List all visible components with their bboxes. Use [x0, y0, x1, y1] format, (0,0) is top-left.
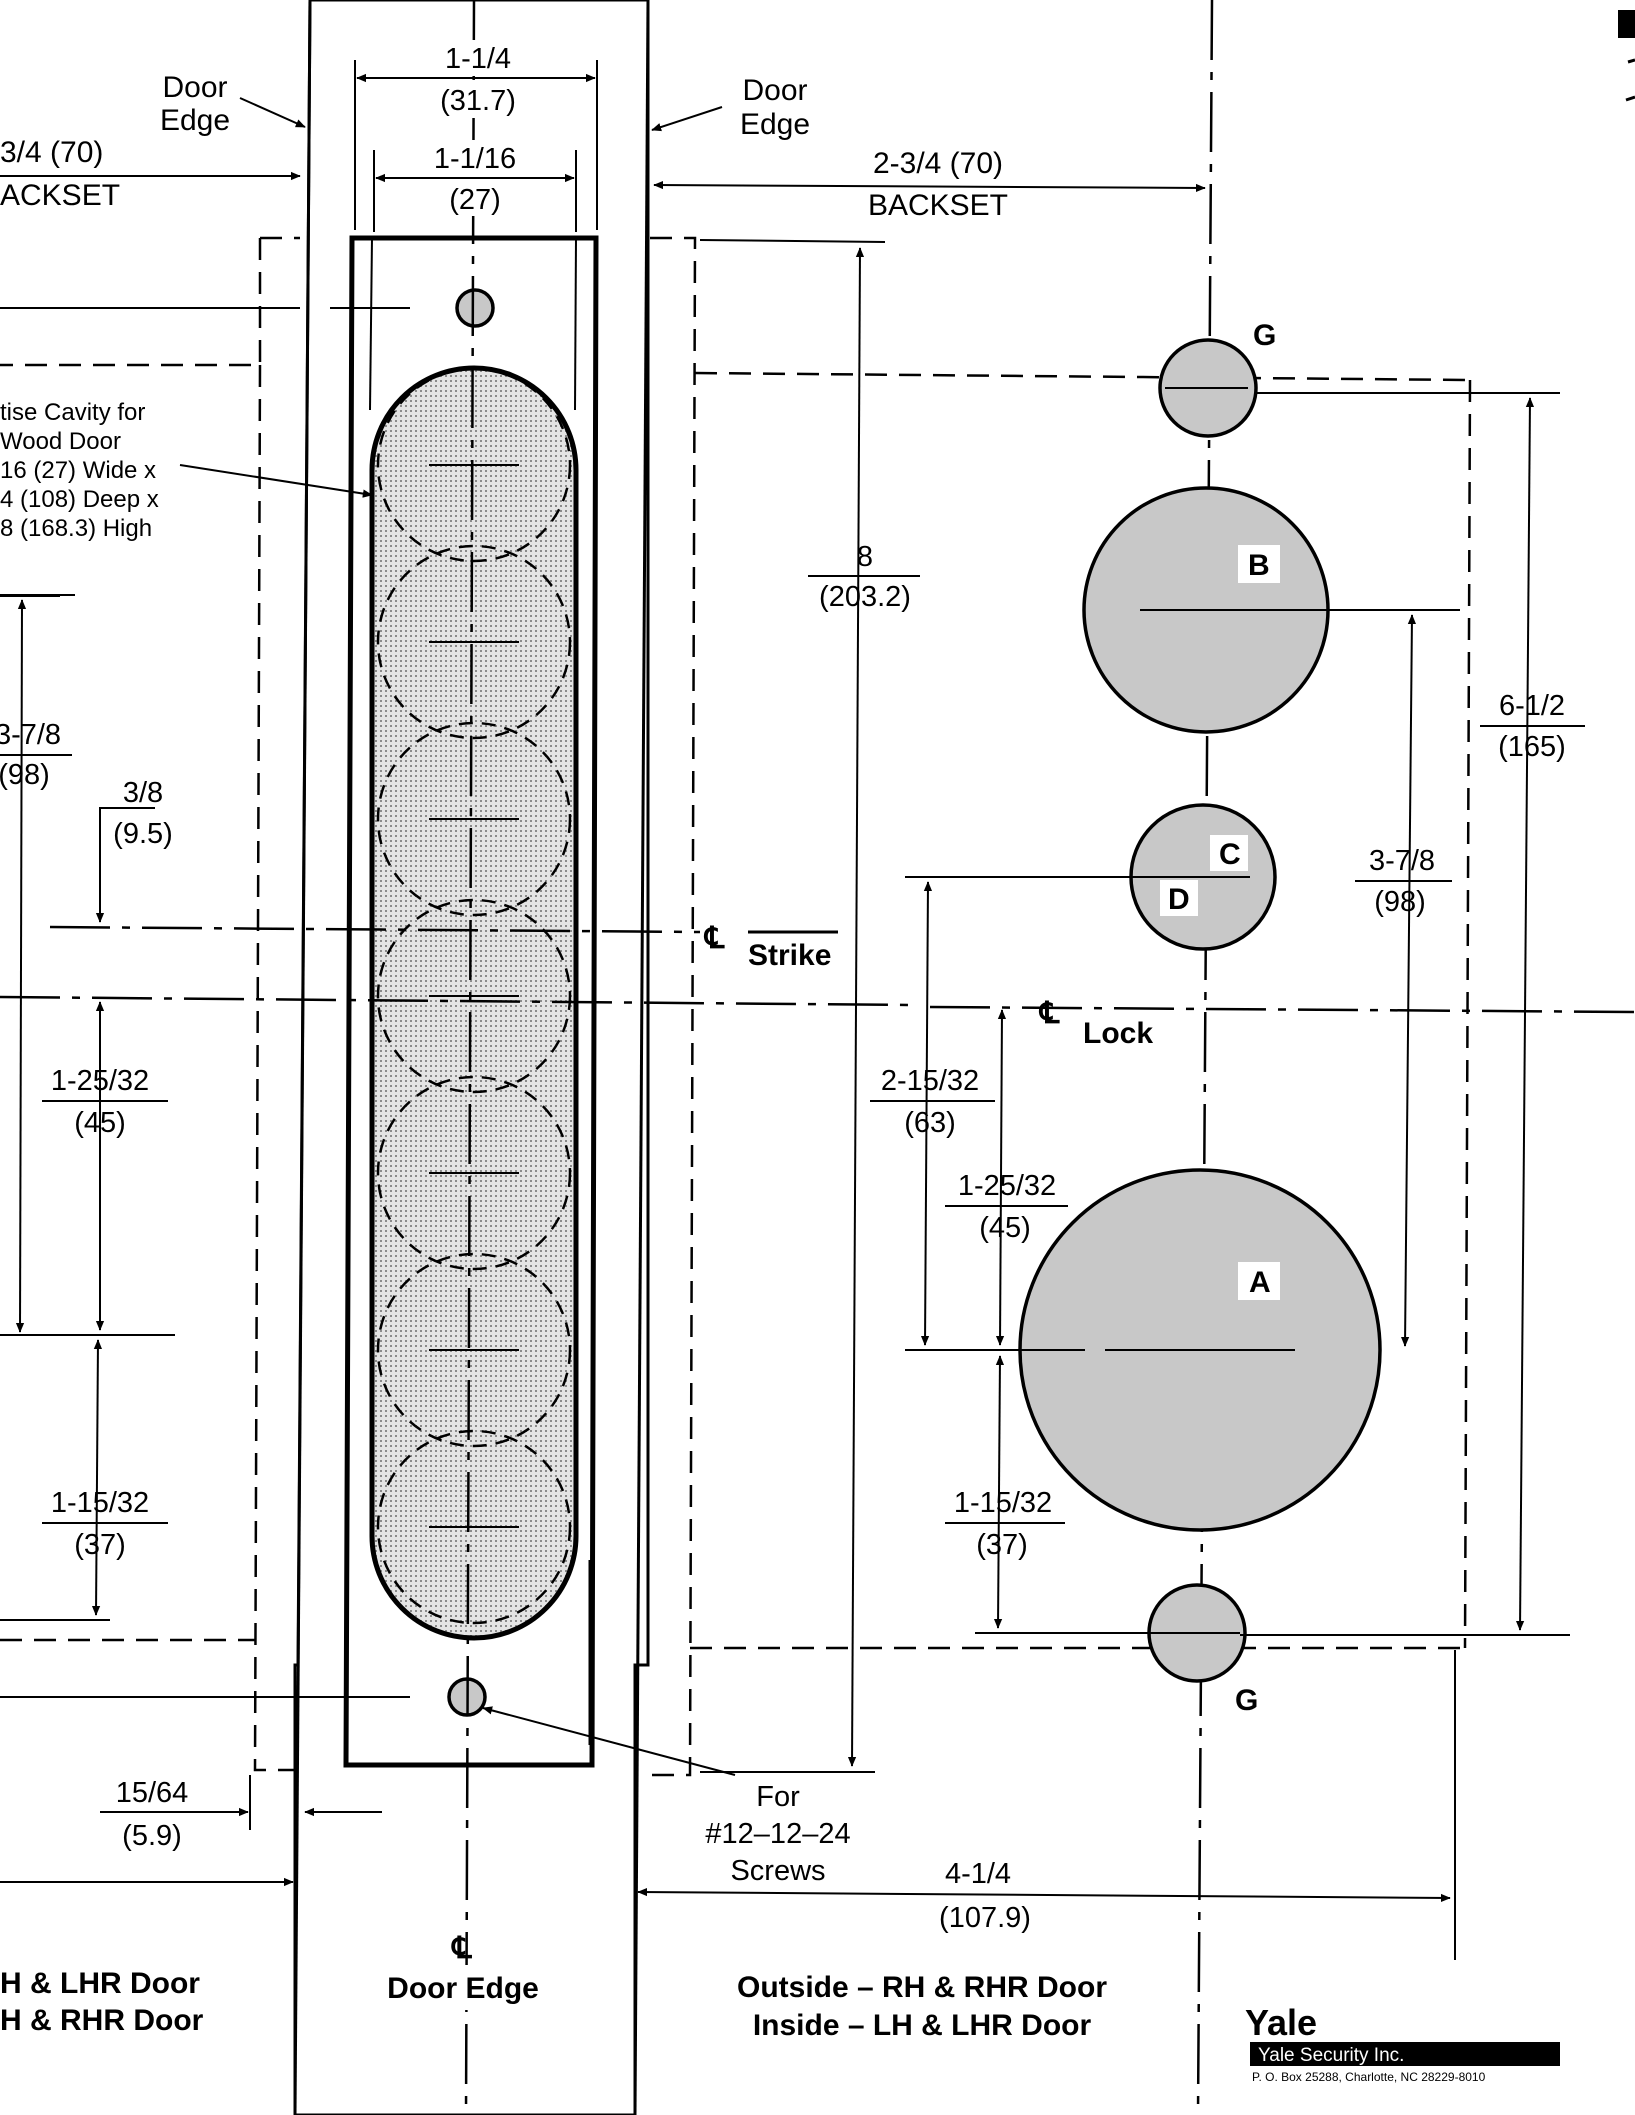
- dim-right-1-15-32-in: 1-15/32: [954, 1487, 1052, 1519]
- yale-company: Yale Security Inc.: [1258, 2045, 1404, 2066]
- template-dashed-outlines: [0, 236, 1472, 1960]
- backset-right-value: 2-3/4 (70): [873, 147, 1003, 180]
- dim-right-2-15-32-in: 2-15/32: [881, 1065, 979, 1097]
- lock-centerline-vertical: [1196, 0, 1214, 2115]
- door-edge-strip: [293, 0, 650, 2115]
- dimension-lines: [0, 60, 1570, 1903]
- dim-left-1-25-32-mm: (45): [74, 1107, 126, 1139]
- dim-right-2-15-32-mm: (63): [904, 1107, 956, 1139]
- cavity-dashed-circle: [376, 367, 572, 563]
- dim-left-3-7-8-in: 3-7/8: [0, 719, 61, 751]
- letter-g-top: G: [1253, 319, 1276, 352]
- letter-b: B: [1248, 549, 1270, 582]
- dim-right-6-1-2-in: 6-1/2: [1499, 690, 1565, 722]
- dim-15-64-mm: (5.9): [122, 1820, 182, 1852]
- scan-marks: [1618, 10, 1635, 102]
- dim-right-1-25-32-mm: (45): [979, 1212, 1031, 1244]
- dim-right-6-1-2-mm: (165): [1498, 731, 1566, 763]
- dim-top-width-mm: (31.7): [440, 85, 516, 117]
- dim-left-3-7-8-mm: (98): [0, 759, 50, 791]
- cavity-dashed-circles: [376, 367, 572, 1625]
- lock-cl-symbol: ℄: [1038, 997, 1060, 1030]
- bottom-right-line1: Outside – RH & RHR Door: [737, 1971, 1107, 2004]
- yale-logo-block: Yale Yale Security Inc. P. O. Box 25288,…: [1245, 2002, 1560, 2084]
- dim-right-3-7-8-mm: (98): [1374, 886, 1426, 918]
- cavity-dashed-circle: [376, 544, 572, 740]
- faceplate-screw-holes: [0, 288, 495, 1717]
- dim-top-width-in: 1-1/4: [445, 43, 511, 75]
- letter-a: A: [1249, 1266, 1271, 1299]
- strike-cl-symbol: ℄: [703, 922, 725, 955]
- dim-15-64-in: 15/64: [116, 1777, 189, 1809]
- dim-height-in: 8: [857, 541, 873, 573]
- letter-g-bottom: G: [1235, 1684, 1258, 1717]
- door-edge-left-line2: Edge: [160, 104, 230, 137]
- mortise-note-line5: 8 (168.3) High: [0, 515, 152, 542]
- door-edge-center-label: Door Edge: [387, 1972, 539, 2005]
- bottom-left-line1: H & LHR Door: [0, 1967, 200, 2000]
- mortise-note-line2: Wood Door: [0, 428, 121, 455]
- letter-c: C: [1219, 838, 1241, 871]
- door-edge-right-line2: Edge: [740, 108, 810, 141]
- screw-note-line2: #12–12–24: [705, 1818, 850, 1850]
- dim-left-1-15-32-mm: (37): [74, 1529, 126, 1561]
- strike-label: Strike: [748, 939, 831, 972]
- yale-address: P. O. Box 25288, Charlotte, NC 28229-801…: [1252, 2070, 1486, 2084]
- dim-right-1-25-32-in: 1-25/32: [958, 1170, 1056, 1202]
- lock-label: Lock: [1083, 1017, 1153, 1050]
- door-edge-left-line1: Door: [162, 71, 227, 104]
- mortise-note-line1: tise Cavity for: [0, 399, 145, 426]
- cavity-dashed-circle: [376, 898, 572, 1094]
- dimension-texts: 1-1/4 (31.7) 1-1/16 (27) 8 (203.2) 3-7/8…: [0, 40, 1585, 1934]
- dim-right-1-15-32-mm: (37): [976, 1529, 1028, 1561]
- dim-height-mm: (203.2): [819, 581, 911, 613]
- mortise-cavity: [369, 365, 579, 1641]
- bottom-right-line2: Inside – LH & LHR Door: [753, 2009, 1092, 2042]
- dim-inner-width-in: 1-1/16: [434, 143, 516, 175]
- dim-left-3-8-in: 3/8: [123, 777, 163, 809]
- screw-note-line3: Screws: [730, 1855, 825, 1887]
- yale-brand: Yale: [1245, 2002, 1317, 2043]
- mortise-note-line3: 16 (27) Wide x: [0, 457, 156, 484]
- dim-left-1-25-32-in: 1-25/32: [51, 1065, 149, 1097]
- door-edge-right-line1: Door: [742, 74, 807, 107]
- bottom-left-line2: H & RHR Door: [0, 2004, 204, 2037]
- backset-left-label: ACKSET: [0, 179, 120, 212]
- cavity-dashed-circle: [376, 1429, 572, 1625]
- screw-note-line1: For: [756, 1781, 800, 1813]
- backset-left-value: 3/4 (70): [0, 136, 103, 169]
- annotation-labels: Door Edge Door Edge 3/4 (70) ACKSET 2-3/…: [0, 71, 1107, 2042]
- door-edge-cl-symbol: ℄: [450, 1932, 472, 1965]
- dim-4-1-4-mm: (107.9): [939, 1902, 1031, 1934]
- door-edge-centerline: [464, 0, 476, 2115]
- dim-left-3-8-mm: (9.5): [113, 818, 173, 850]
- cavity-dashed-circle: [376, 1075, 572, 1271]
- strike-lock-centerlines: [0, 594, 1635, 1621]
- letter-d: D: [1168, 883, 1190, 916]
- dim-4-1-4-in: 4-1/4: [945, 1858, 1011, 1890]
- dim-right-3-7-8-in: 3-7/8: [1369, 845, 1435, 877]
- mortise-note-line4: 4 (108) Deep x: [0, 486, 159, 513]
- backset-right-label: BACKSET: [868, 189, 1008, 222]
- hole-letters: G B C D A G: [1160, 319, 1280, 1717]
- cavity-dashed-circle: [376, 1252, 572, 1448]
- cavity-dashed-circle: [376, 721, 572, 917]
- dim-inner-width-mm: (27): [449, 184, 501, 216]
- dim-left-1-15-32-in: 1-15/32: [51, 1487, 149, 1519]
